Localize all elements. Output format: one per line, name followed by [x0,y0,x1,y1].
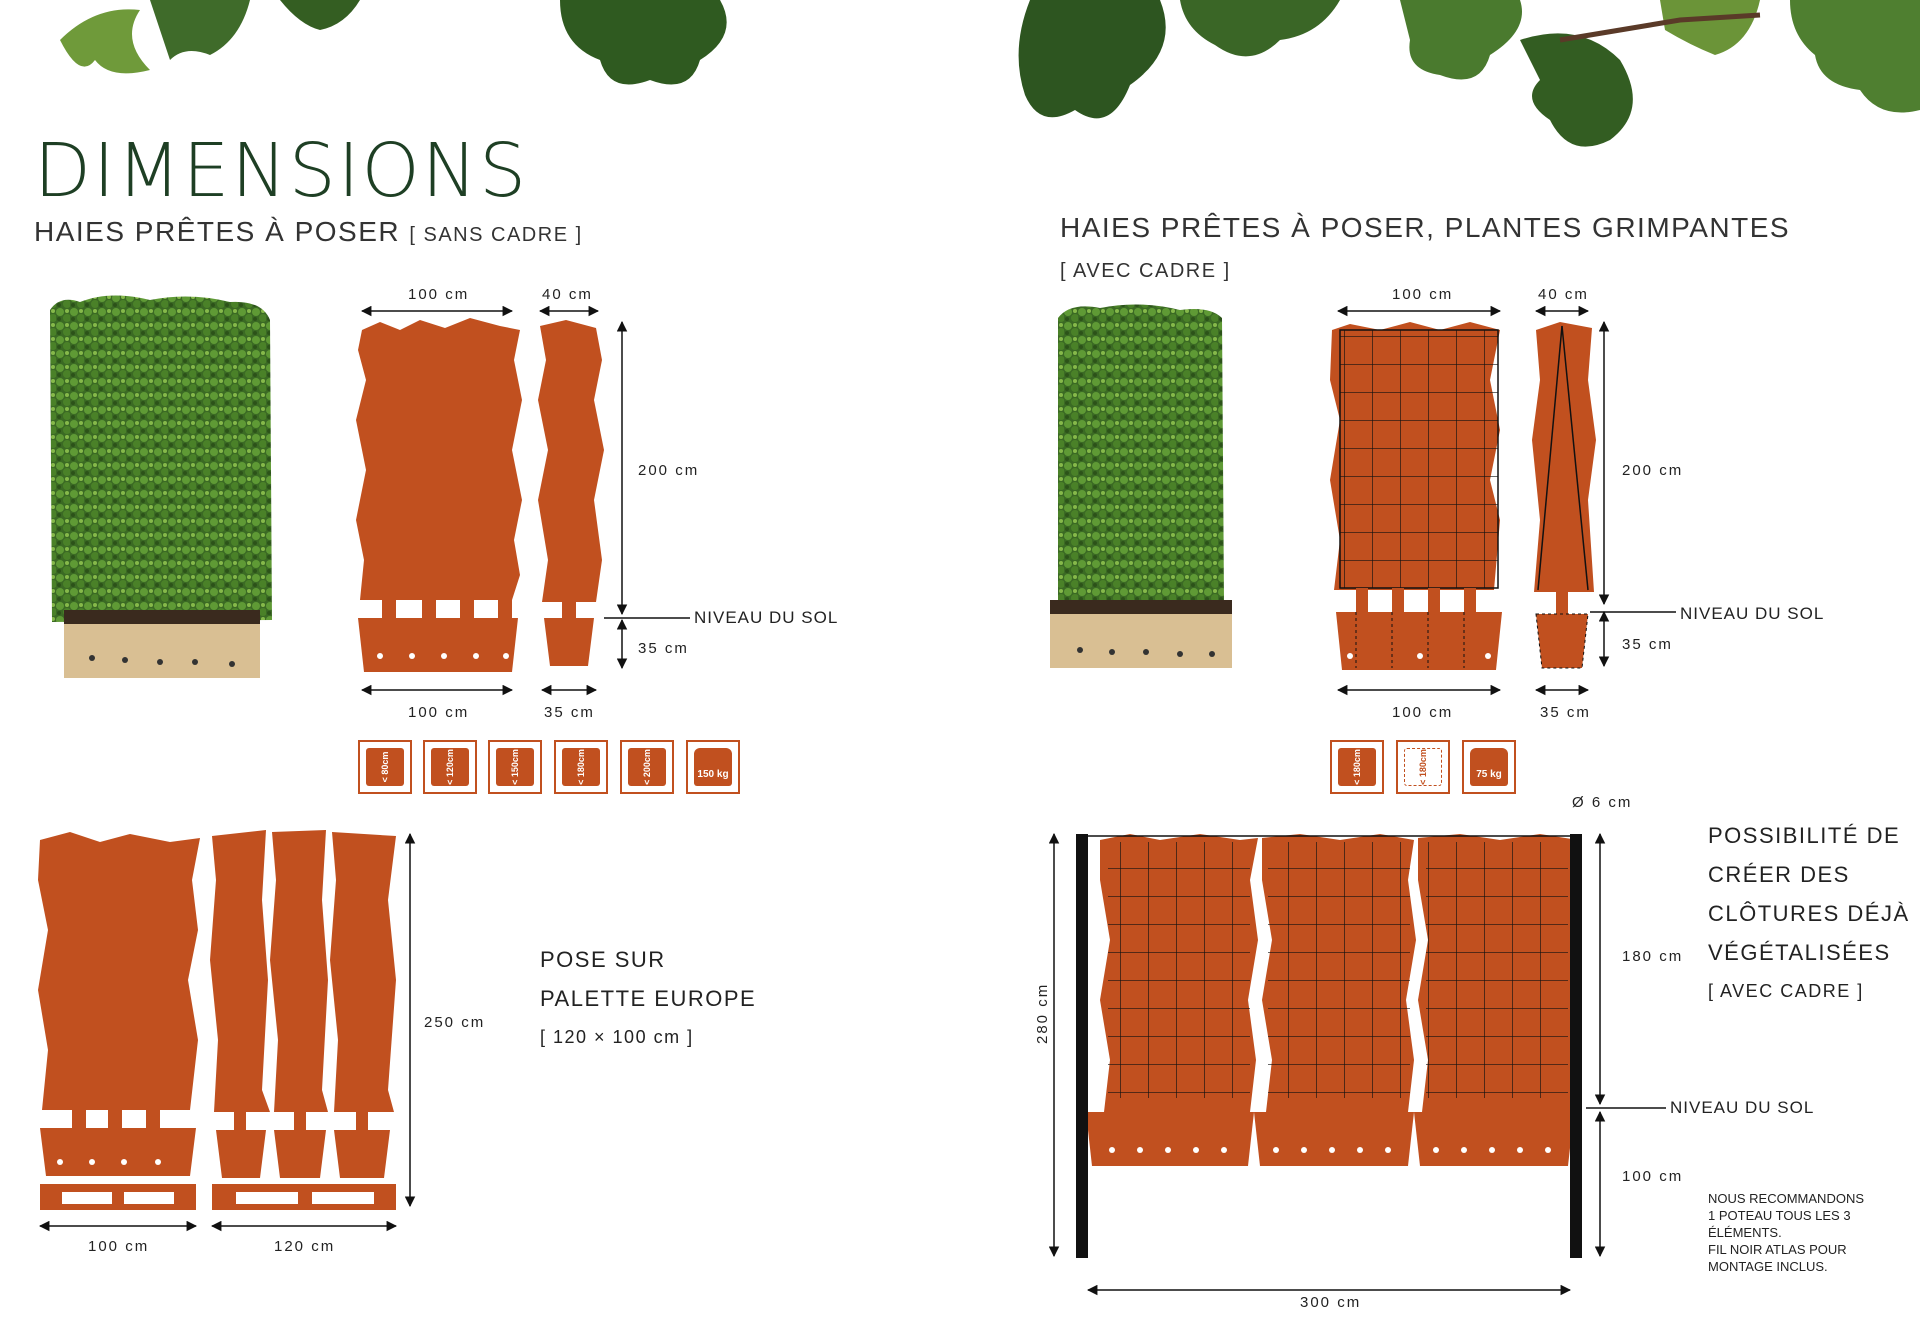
width-bottom-label: 100 cm [408,704,470,721]
recommend-line2: 1 POTEAU TOUS LES 3 [1708,1208,1851,1223]
weight-icon: 150 kg [686,740,740,794]
ivy-leaf [1790,0,1920,113]
depth-bottom-label: 35 cm [544,704,595,721]
fence-diagram [1076,834,1582,1258]
frame-depth-bottom-label: 35 cm [1540,704,1591,721]
pallet-stack-side [210,830,396,1210]
fence-recommendation: NOUS RECOMMANDONS 1 POTEAU TOUS LES 3 ÉL… [1708,1190,1864,1275]
pallet-note-line3: [ 120 × 100 cm ] [540,1027,694,1047]
ivy-leaf [150,0,250,60]
framed-silhouette-front [1330,322,1502,670]
height-option-icon: < 180cm [554,740,608,794]
pallet-width-b-label: 120 cm [274,1238,336,1255]
frame-height-label: 200 cm [1622,462,1684,479]
right-heading-sub-line: [ AVEC CADRE ] [1060,252,1231,284]
fence-ground-level-label: NIVEAU DU SOL [1670,1098,1815,1117]
ivy-stem [1559,12,1761,43]
pallet-note: POSE SUR PALETTE EUROPE [ 120 × 100 cm ] [540,940,756,1057]
hedge-silhouette-side [538,320,604,666]
fence-note-line3: CLÔTURES DÉJÀ [1708,901,1910,926]
fence-total-height-label: 280 cm [1034,982,1051,1044]
ivy-leaf [60,9,150,74]
height-option-icon: < 150cm [488,740,542,794]
recommend-line3: ÉLÉMENTS. [1708,1225,1782,1240]
ivy-leaf [560,0,727,85]
ivy-leaf [280,0,360,30]
frame-wire-option-icon: < 180cm [1396,740,1450,794]
height-option-icon: < 120cm [423,740,477,794]
fence-above-ground-label: 180 cm [1622,948,1684,965]
fence-note-line4: VÉGÉTALISÉES [1708,940,1891,965]
recommend-line4: FIL NOIR ATLAS POUR [1708,1242,1847,1257]
hedge-photo-frame [1050,304,1232,668]
fence-note-line2: CRÉER DES [1708,862,1850,887]
frame-height-option-icon: < 180cm [1330,740,1384,794]
framed-silhouette-side [1532,322,1596,669]
left-heading-text: HAIES PRÊTES À POSER [34,216,401,247]
fence-post-left [1076,834,1088,1258]
ground-level-label: NIVEAU DU SOL [694,608,839,627]
pallet-height-label: 250 cm [424,1014,486,1031]
pallet-note-line2: PALETTE EUROPE [540,986,757,1011]
height-option-icon: < 200cm [620,740,674,794]
ivy-leaf [1400,0,1522,80]
dimension-lines-pallet [38,832,416,1232]
frame-ground-level-label: NIVEAU DU SOL [1680,604,1825,623]
right-heading: HAIES PRÊTES À POSER, PLANTES GRIMPANTES [1060,212,1791,243]
height-option-icon: < 80cm [358,740,412,794]
dimension-lines-no-frame [360,305,690,696]
ivy-leaf [1018,0,1166,119]
frame-width-bottom-label: 100 cm [1392,704,1454,721]
ivy-decoration [60,0,1920,147]
fence-note-line1: POSSIBILITÉ DE [1708,823,1901,848]
dimension-lines-frame [1336,305,1676,696]
left-heading-sub: [ SANS CADRE ] [409,224,583,246]
box-height-label: 35 cm [638,640,689,657]
frame-width-top-label: 100 cm [1392,286,1454,303]
pallet-width-a-label: 100 cm [88,1238,150,1255]
fence-note-line5: [ AVEC CADRE ] [1708,981,1864,1001]
fence-post-right [1570,834,1582,1258]
post-diameter-label: Ø 6 cm [1572,794,1633,811]
hedge-silhouette-front [356,318,522,672]
pallet-stack-front [38,832,200,1210]
dimension-lines-fence [1048,832,1666,1296]
frame-box-height-label: 35 cm [1622,636,1673,653]
pallet-slots-a [57,1159,174,1204]
ivy-leaf [1660,0,1760,55]
pallet-note-line1: POSE SUR [540,947,666,972]
fence-note: POSSIBILITÉ DE CRÉER DES CLÔTURES DÉJÀ V… [1708,816,1910,1011]
frame-depth-top-label: 40 cm [1538,286,1589,303]
height-label: 200 cm [638,462,700,479]
hedge-photo-no-frame [50,295,272,678]
recommend-line1: NOUS RECOMMANDONS [1708,1191,1865,1206]
left-heading: HAIES PRÊTES À POSER [ SANS CADRE ] [34,216,583,248]
depth-top-label: 40 cm [542,286,593,303]
width-top-label: 100 cm [408,286,470,303]
frame-weight-icon: 75 kg [1462,740,1516,794]
ivy-leaf [1180,0,1340,57]
page-title: DIMENSIONS [34,128,529,214]
ivy-leaf [1520,33,1633,147]
fence-below-ground-label: 100 cm [1622,1168,1684,1185]
recommend-line5: MONTAGE INCLUS. [1708,1259,1828,1274]
right-heading-sub: [ AVEC CADRE ] [1060,260,1231,282]
fence-width-label: 300 cm [1300,1294,1362,1311]
